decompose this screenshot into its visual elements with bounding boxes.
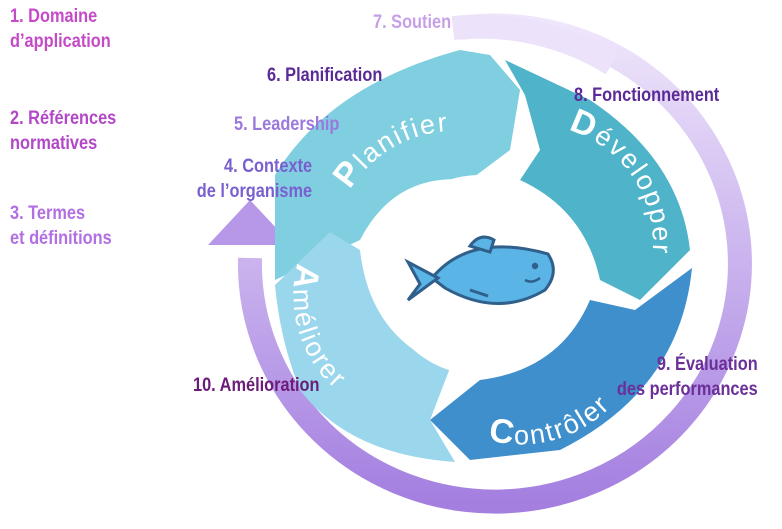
clause-2-line-2: normatives <box>10 132 98 154</box>
clause-4: 4. Contexte de l’organisme <box>197 155 312 204</box>
clause-10: 10. Amélioration <box>193 375 320 396</box>
phase-planifier-sector <box>275 50 520 280</box>
clause-9: 9. Évaluation des performances <box>617 353 758 402</box>
clause-3-line-1: 3. Termes <box>10 203 86 224</box>
clause-1: 1. Domaine d’application <box>10 5 111 54</box>
clause-4-line-2: de l’organisme <box>196 180 312 202</box>
phase-developper-sector <box>505 60 690 300</box>
fish-mascot-icon <box>404 235 555 305</box>
clause-9-line-1: 9. Évaluation <box>657 354 758 375</box>
clause-2: 2. Références normatives <box>10 107 116 156</box>
clause-7: 7. Soutien <box>373 12 452 33</box>
clause-2-line-1: 2. Références <box>10 108 117 129</box>
phase-ameliorer-sector <box>275 232 455 462</box>
clause-5: 5. Leadership <box>234 114 340 135</box>
clause-3: 3. Termes et définitions <box>10 202 112 251</box>
phase-sectors <box>275 50 692 462</box>
clause-3-line-2: et définitions <box>10 227 112 249</box>
clause-1-line-2: d’application <box>10 30 111 52</box>
cycle-arrow-icon <box>208 13 752 514</box>
clause-1-line-1: 1. Domaine <box>10 6 98 27</box>
clause-8: 8. Fonctionnement <box>574 85 720 106</box>
clause-9-line-2: des performances <box>617 378 758 400</box>
clause-6: 6. Planification <box>267 65 383 86</box>
clause-4-line-1: 4. Contexte <box>223 156 312 177</box>
phase-controler-sector <box>430 268 692 460</box>
